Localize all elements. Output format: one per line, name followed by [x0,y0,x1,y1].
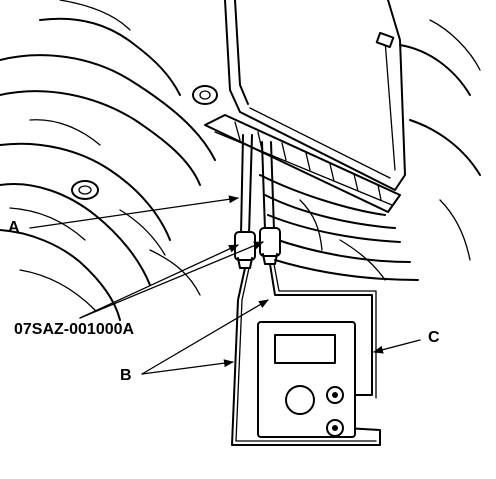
leader-a [29,195,239,229]
multimeter-display [274,334,336,364]
leader-tool-1 [79,244,239,319]
callout-a-label: A [8,219,20,236]
leader-c [373,339,421,354]
leader-b-1 [141,299,269,375]
leader-tool-2 [79,241,264,319]
leader-b-2 [141,359,234,375]
backprobe-pins [234,134,281,269]
callout-tool-label: 07SAZ-001000A [14,321,135,338]
sensor-boss [71,85,218,200]
connector-rail [204,114,401,213]
callout-b-label: B [120,367,132,384]
test-leads [231,263,381,446]
multimeter-dial [285,385,315,415]
callout-leaders [29,195,421,375]
engine-hoses-left [0,0,216,321]
module-housing [224,0,481,261]
callout-c-label: C [428,329,440,346]
wire-harness [259,174,419,281]
multimeter [257,321,356,438]
